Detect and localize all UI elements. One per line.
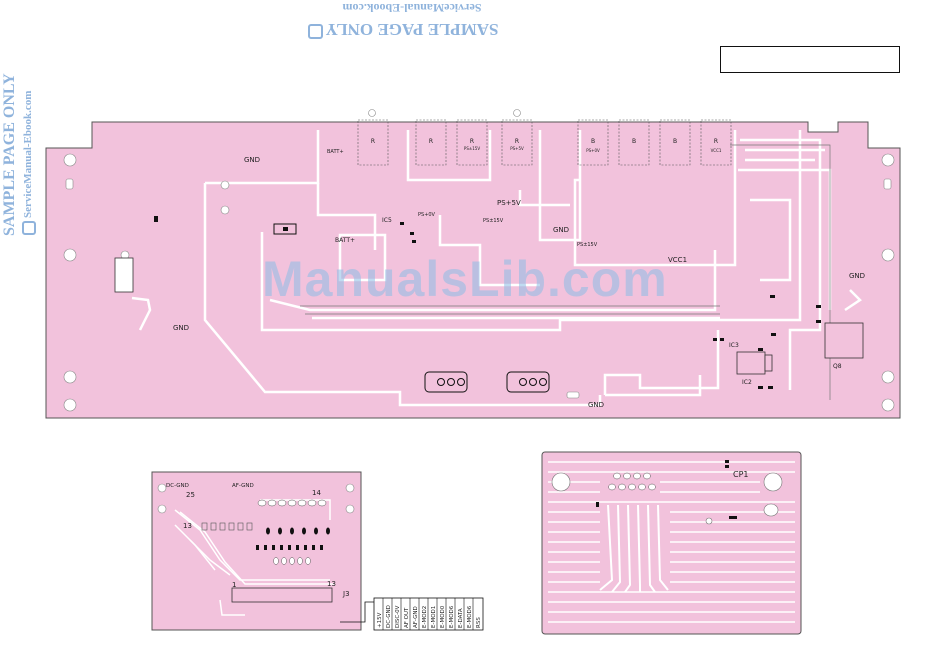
label-gnd-left: GND [173, 324, 189, 332]
label-pin13-top: 13 [183, 522, 192, 530]
label-j3: J3 [342, 590, 350, 598]
label-pin13-bottom: 13 [327, 580, 336, 588]
label-ic3: IC3 [729, 342, 739, 349]
label-dc-gnd: DC-GND [166, 483, 189, 489]
pin-table-cell-12: RSS [476, 617, 482, 628]
connector-label-2: R [429, 138, 433, 145]
watermark-side: SAMPLE PAGE ONLY ServiceManual-Ebook.com [1, 73, 36, 236]
connector-label-8: R [714, 138, 718, 145]
sub-board-left: DC-GND AF-GND 25 14 13 1 13 J3 [151, 471, 374, 631]
watermark-center: ManualsLib.com [262, 251, 668, 307]
pin-table-cell-1: +15V [377, 612, 383, 628]
watermark-side-logo-icon [22, 221, 36, 235]
connector-label-3: R [470, 138, 474, 145]
pin-table-cell-8: E-MOD0 [440, 605, 446, 628]
pin-table-cell-9: E-MOD6 [449, 605, 455, 628]
connector-sub-5: PS+0V [586, 148, 600, 153]
pin-table-cell-2: DC-GND [386, 605, 392, 628]
label-batt-top: BATT+ [327, 149, 344, 155]
main-board: GND GND GND GND GND BATT+ BATT+ PS+5V PS… [45, 109, 901, 419]
pin-table-cell-7: E-MOD1 [431, 606, 437, 628]
label-ps5v: PS+5V [497, 199, 521, 207]
pin-table-cell-3: DISC-0V [395, 605, 401, 628]
label-cp1: CP1 [733, 470, 749, 479]
pin-table-cell-10: E-DATA [458, 608, 464, 628]
label-gnd-bottom: GND [588, 401, 604, 409]
label-ps15v-b: PS±15V [577, 242, 598, 248]
label-pin1: 1 [232, 581, 236, 589]
label-ic2: IC2 [742, 379, 752, 386]
title-box [720, 46, 900, 73]
label-q8: Q8 [833, 363, 842, 370]
connector-label-7: B [673, 138, 677, 145]
watermark-top-title: SAMPLE PAGE ONLY [326, 20, 499, 39]
connector-label-5: B [591, 138, 595, 145]
connector-label-4: R [515, 138, 519, 145]
connector-sub-8: VCC1 [711, 148, 722, 153]
label-pin25: 25 [186, 491, 195, 499]
label-gnd-mid: GND [553, 226, 569, 234]
connector-sub-3: PS±15V [464, 146, 480, 151]
watermark-side-title: SAMPLE PAGE ONLY [1, 73, 18, 236]
watermark-top-logo-icon [308, 24, 323, 39]
label-ps0v: PS+0V [418, 212, 436, 218]
watermark-top: SAMPLE PAGE ONLY ServiceManual-Ebook.com [308, 1, 499, 39]
label-batt-mid: BATT+ [335, 237, 355, 244]
label-ps15v: PS±15V [483, 218, 504, 224]
label-vcc1: VCC1 [668, 256, 687, 264]
label-gnd-right: GND [849, 272, 865, 280]
connector-label-1: R [371, 138, 375, 145]
label-gnd-top: GND [244, 156, 260, 164]
sub-board-right: CP1 [541, 451, 802, 635]
watermark-side-site: ServiceManual-Ebook.com [22, 91, 34, 218]
watermark-top-site: ServiceManual-Ebook.com [343, 1, 482, 15]
pin-table-cell-4: AF OUT [404, 607, 410, 628]
pin-table-cell-5: AF-GND [413, 606, 419, 628]
pin-table-cell-11: E-MOD6 [467, 605, 473, 628]
label-ic5: IC5 [382, 217, 392, 224]
label-pin14: 14 [312, 489, 321, 497]
connector-label-6: B [632, 138, 636, 145]
connector-sub-4: PS+5V [510, 146, 524, 151]
pin-table-cell-6: E-MOD2 [422, 606, 428, 628]
pin-table: +15V DC-GND DISC-0V AF OUT AF-GND E-MOD2… [373, 597, 484, 631]
label-af-gnd: AF-GND [232, 483, 254, 489]
